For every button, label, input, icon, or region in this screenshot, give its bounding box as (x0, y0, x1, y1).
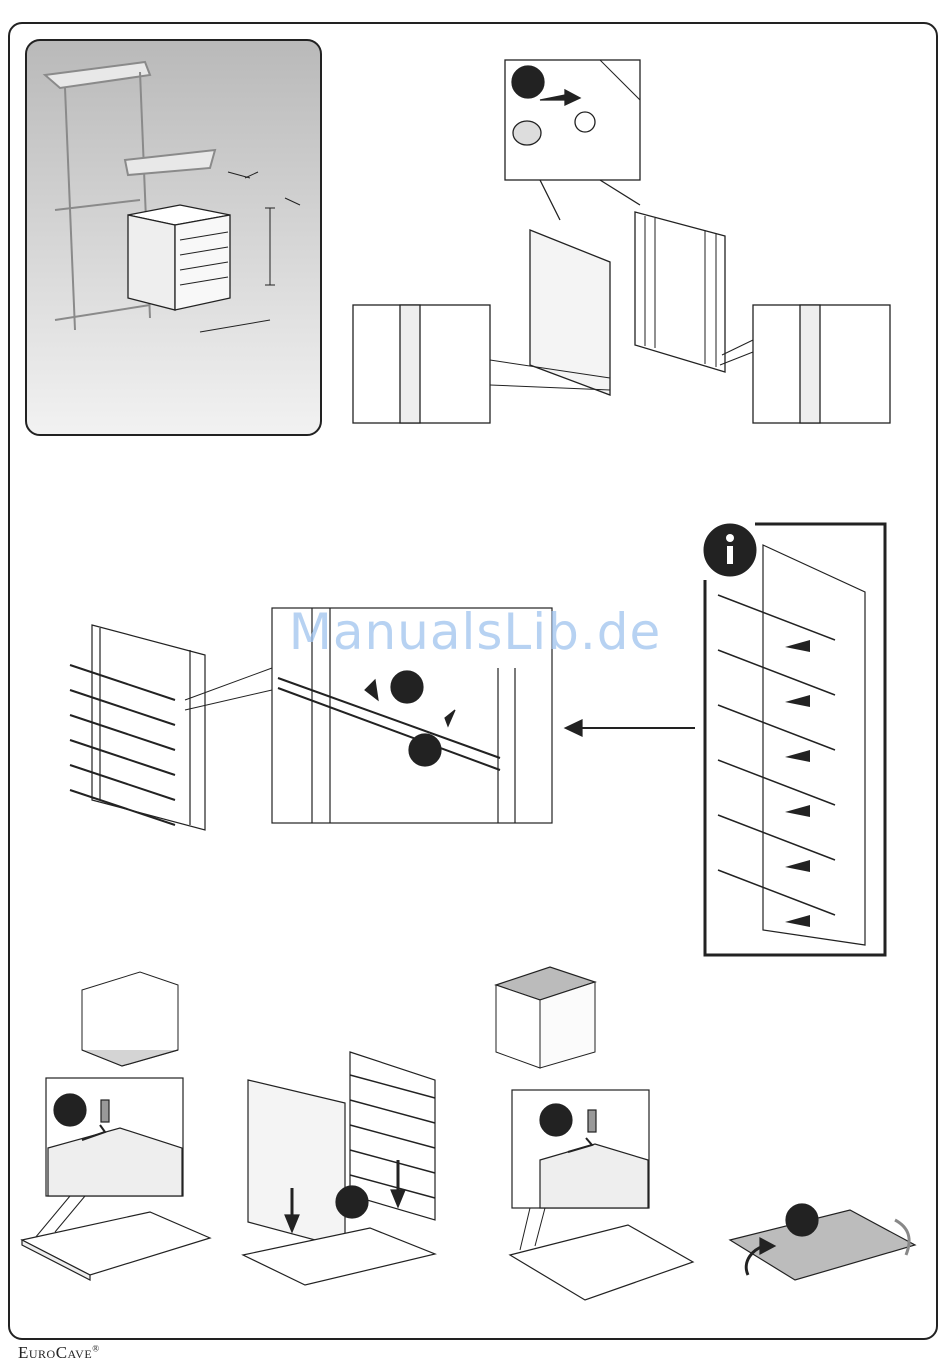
info-panel (704, 524, 885, 955)
arrow-left-icon (565, 720, 582, 736)
top-flip-step (730, 1204, 915, 1280)
cam-lock-icon (513, 121, 541, 145)
panel-drop-step (243, 1052, 435, 1285)
step-number-badge (512, 66, 544, 98)
cabinet-module (128, 205, 230, 310)
screw-icon (588, 1110, 596, 1132)
screw-icon (101, 1100, 109, 1122)
step-number-badge (540, 1104, 572, 1136)
step-number-badge (54, 1094, 86, 1126)
step-number-badge (336, 1186, 368, 1218)
watermark-text: ManualsLib.de (0, 603, 950, 661)
brand-logo: EuroCave® (18, 1343, 100, 1363)
overview-panel (26, 40, 321, 435)
base-screw-step (22, 972, 210, 1280)
brand-name: EuroCave (18, 1343, 92, 1362)
brand-mark: ® (92, 1343, 99, 1353)
side-panel-step (353, 60, 890, 423)
step-number-badge (786, 1204, 818, 1236)
step-number-badge (409, 734, 441, 766)
step-number-badge (391, 671, 423, 703)
top-screw-step (496, 967, 693, 1300)
